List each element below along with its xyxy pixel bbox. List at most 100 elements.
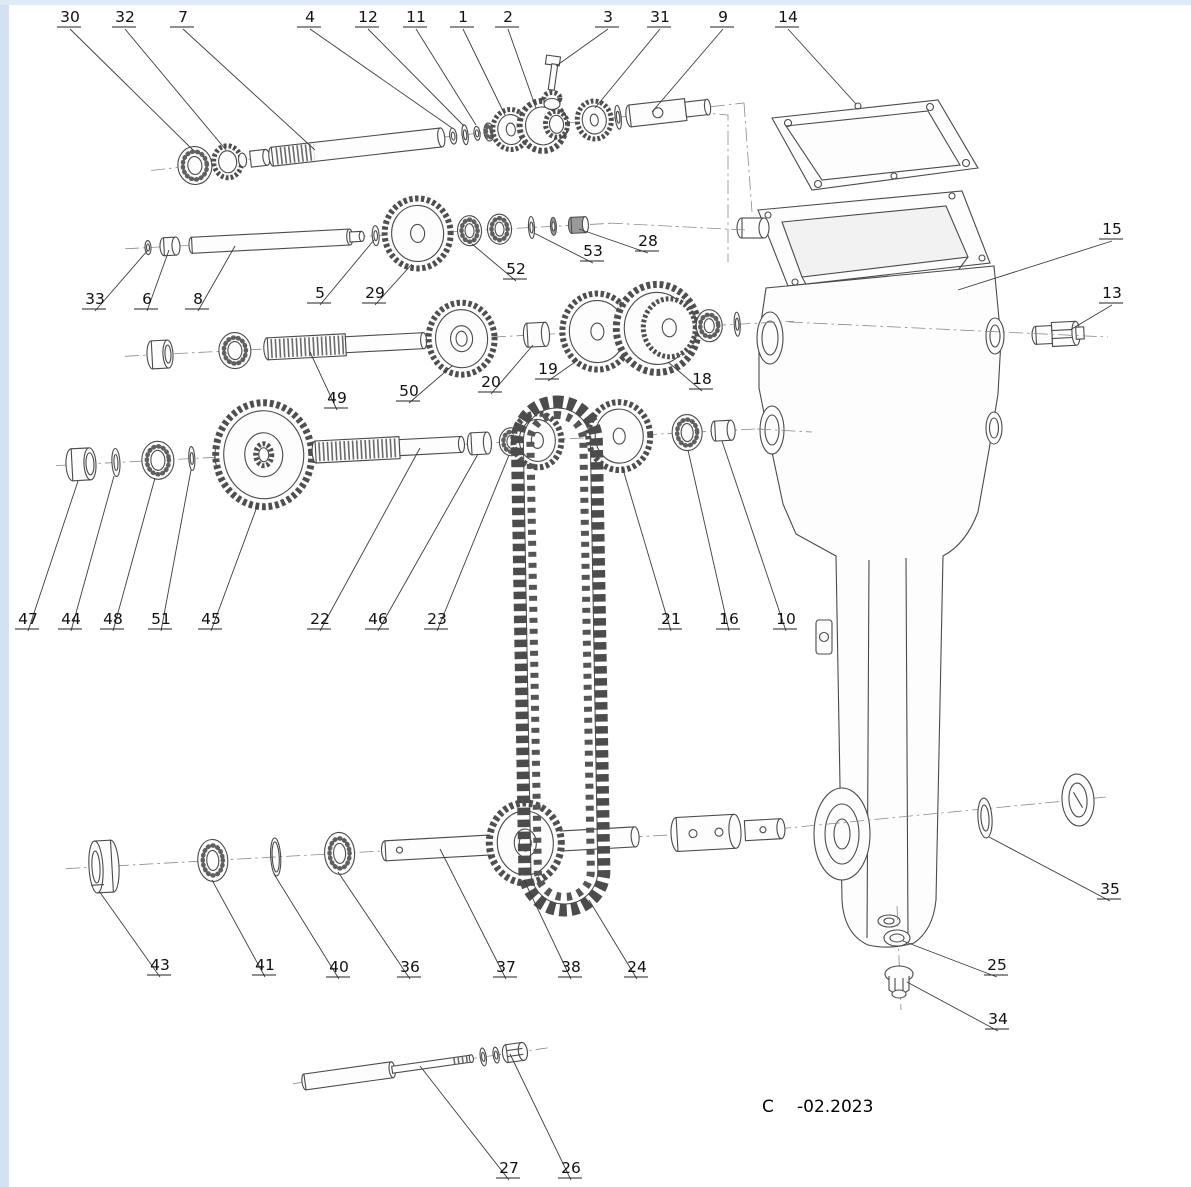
callout-32: 32 [112, 8, 227, 151]
washer-5 [371, 225, 380, 247]
callout-label-3: 3 [603, 8, 613, 26]
callout-label-41: 41 [255, 956, 275, 974]
callout-label-20: 20 [481, 373, 501, 391]
spacer-46 [466, 431, 493, 456]
callout-label-44: 44 [61, 610, 81, 628]
callout-9: 9 [651, 8, 734, 113]
callout-47: 47 [15, 480, 79, 632]
shaft-end-9 [625, 98, 712, 128]
callout-29: 29 [362, 263, 413, 306]
washer-25 [883, 929, 911, 947]
callout-20: 20 [478, 344, 534, 395]
gear-21 [585, 399, 654, 474]
callout-label-12: 12 [358, 8, 378, 26]
collar [248, 148, 271, 168]
callout-48: 48 [100, 477, 156, 632]
nut-26 [501, 1041, 529, 1064]
callout-label-45: 45 [201, 610, 221, 628]
intermediate-shaft-assembly [124, 195, 615, 272]
callout-2: 2 [495, 8, 537, 109]
callout-label-16: 16 [719, 610, 739, 628]
callout-43: 43 [98, 890, 171, 978]
callout-12: 12 [355, 8, 465, 127]
callout-label-33: 33 [85, 290, 105, 308]
callout-label-9: 9 [718, 8, 728, 26]
bearing-bore-boss [756, 311, 784, 365]
bearing-30 [177, 145, 213, 186]
callout-label-48: 48 [103, 610, 123, 628]
gear-29 [381, 195, 454, 272]
callout-15: 15 [957, 220, 1123, 291]
washer-44 [111, 447, 121, 478]
bearing-bore-boss [759, 405, 785, 455]
snap-ring-40 [270, 837, 282, 877]
splined-shaft-22 [311, 435, 466, 464]
revision-note-rev: -02.2023 [797, 1097, 873, 1117]
callout-label-15: 15 [1102, 220, 1122, 238]
countershaft-assembly [55, 399, 763, 511]
callout-label-24: 24 [627, 958, 647, 976]
washer-35 [977, 797, 993, 839]
callout-label-51: 51 [151, 610, 171, 628]
bolt-3 [541, 54, 563, 111]
mount-tab [815, 619, 833, 655]
cup-47 [65, 447, 97, 482]
bearing-48 [141, 440, 175, 480]
callout-label-25: 25 [987, 956, 1007, 974]
washer [733, 311, 741, 337]
input-stub [736, 217, 770, 239]
callout-label-10: 10 [776, 610, 796, 628]
washer-51 [188, 445, 196, 472]
drain-boss [877, 914, 901, 928]
shaft-stub [743, 818, 786, 842]
callout-36: 36 [337, 871, 421, 980]
washer-12 [461, 124, 469, 146]
gear-2 [516, 97, 571, 154]
bearing [695, 309, 723, 343]
rod-sleeve-27 [301, 1061, 396, 1091]
callout-10: 10 [721, 440, 797, 632]
callout-label-37: 37 [496, 958, 516, 976]
callout-label-26: 26 [561, 1159, 581, 1177]
needle-bearing-52 [456, 215, 483, 247]
callout-11: 11 [403, 8, 477, 126]
gear-45 [212, 399, 316, 511]
callout-37: 37 [439, 848, 517, 980]
callout-52: 52 [471, 243, 527, 282]
callout-14: 14 [775, 8, 857, 105]
callout-7: 7 [170, 8, 316, 151]
bearing-bore-boss [985, 411, 1003, 445]
callout-4: 4 [297, 8, 453, 129]
needle-bearing-52 [486, 213, 513, 245]
page-edge-left [0, 0, 9, 1187]
output-shaft-assembly [65, 799, 786, 894]
washer [614, 104, 622, 130]
bearing-41 [197, 838, 229, 882]
callout-label-34: 34 [988, 1010, 1008, 1028]
callout-label-5: 5 [315, 284, 325, 302]
washer-53 [527, 215, 536, 240]
callout-label-2: 2 [503, 8, 513, 26]
washer-11 [473, 125, 481, 141]
callout-label-36: 36 [400, 958, 420, 976]
callout-label-47: 47 [18, 610, 38, 628]
bushing-28 [567, 216, 589, 234]
callout-3: 3 [555, 8, 619, 67]
gear-50 [425, 299, 498, 378]
cap-43 [88, 839, 120, 894]
callout-31: 31 [594, 8, 671, 109]
callout-40: 40 [273, 873, 350, 980]
rod-27 [391, 1054, 474, 1074]
end-cap [1061, 773, 1095, 827]
callout-label-35: 35 [1100, 880, 1120, 898]
callout-label-8: 8 [193, 290, 203, 308]
callout-label-31: 31 [650, 8, 670, 26]
callout-27: 27 [419, 1065, 520, 1181]
callout-label-50: 50 [399, 382, 419, 400]
callout-38: 38 [523, 879, 582, 980]
callout-35: 35 [988, 836, 1121, 902]
washer-4 [449, 127, 458, 145]
callout-label-22: 22 [310, 610, 330, 628]
coupler [670, 813, 742, 853]
shaft-8 [188, 228, 365, 254]
